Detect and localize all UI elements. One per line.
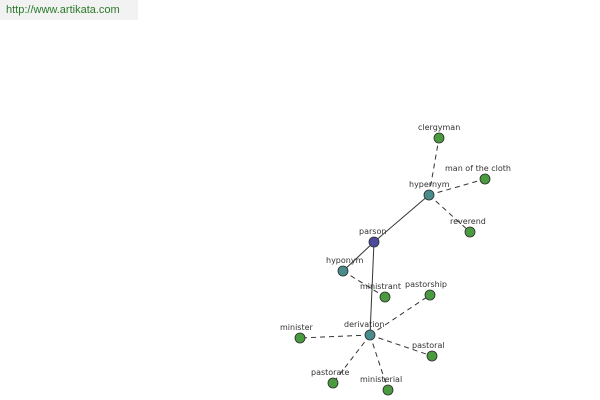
edge-hypernym-reverend [428,194,471,233]
node-hypernym-label: hypernym [409,180,450,189]
node-pastorate-dot[interactable] [327,377,339,389]
node-minister[interactable]: minister [280,323,314,344]
node-parson-dot[interactable] [368,236,380,248]
node-hyponym[interactable]: hyponym [326,256,364,277]
node-minister-label: minister [280,323,314,332]
node-pastoral[interactable]: pastoral [412,341,445,362]
node-man-of-the-cloth[interactable]: man of the cloth [445,164,511,185]
node-reverend-label: reverend [450,217,486,226]
node-clergyman-dot[interactable] [433,132,445,144]
edge-derivation-pastorship [369,294,431,336]
node-pastoral-dot[interactable] [426,350,438,362]
node-man-of-the-cloth-label: man of the cloth [445,164,511,173]
nodes-layer: parson hypernym hyponym derivation clergyman… [280,123,511,396]
node-hyponym-dot[interactable] [337,265,349,277]
node-clergyman-label: clergyman [418,123,460,132]
node-clergyman[interactable]: clergyman [418,123,460,144]
node-ministerial-dot[interactable] [382,384,394,396]
edge-hypernym-man-of-the-cloth [428,178,486,196]
edge-derivation-minister [299,334,371,339]
node-ministerial-label: ministerial [360,375,402,384]
node-parson[interactable]: parson [359,227,386,248]
edges-layer [299,137,486,391]
edge-hypernym-clergyman [428,137,440,196]
site-url-link[interactable]: http://www.artikata.com [6,4,120,16]
node-reverend-dot[interactable] [464,226,476,238]
node-reverend[interactable]: reverend [450,217,486,238]
node-minister-dot[interactable] [294,332,306,344]
node-pastoral-label: pastoral [412,341,445,350]
edge-parson-hyponym [342,241,375,272]
node-pastorate[interactable]: pastorate [311,368,350,389]
node-pastorship-label: pastorship [405,280,447,289]
node-parson-label: parson [359,227,386,236]
edge-derivation-pastoral [369,334,433,357]
node-pastorate-label: pastorate [311,368,350,377]
node-derivation-dot[interactable] [364,329,376,341]
node-ministrant-dot[interactable] [379,291,391,303]
edge-derivation-ministerial [369,334,389,391]
node-hyponym-label: hyponym [326,256,364,265]
node-pastorship-dot[interactable] [424,289,436,301]
url-banner: http://www.artikata.com [0,0,138,20]
edge-parson-hypernym [373,194,430,243]
node-ministerial[interactable]: ministerial [360,375,402,396]
node-derivation[interactable]: derivation [344,320,384,341]
node-hypernym-dot[interactable] [423,189,435,201]
node-derivation-label: derivation [344,320,384,329]
node-pastorship[interactable]: pastorship [405,280,447,301]
node-hypernym[interactable]: hypernym [409,180,450,201]
edge-derivation-pastorate [332,334,371,384]
node-man-of-the-cloth-dot[interactable] [479,173,491,185]
node-ministrant-label: ministrant [360,282,401,291]
edge-parson-derivation [369,241,375,336]
node-ministrant[interactable]: ministrant [360,282,401,303]
